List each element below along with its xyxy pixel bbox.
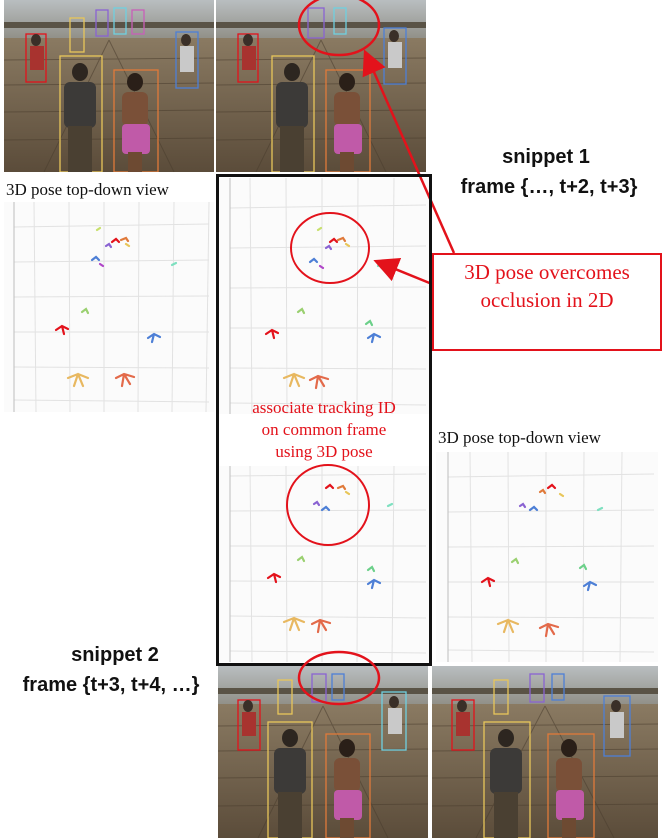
- associate-line1: associate tracking ID: [252, 398, 396, 417]
- snippet2-frame-a: [218, 666, 428, 838]
- top-down-plot-4: [436, 452, 658, 662]
- occlusion-callout: [432, 253, 662, 351]
- snippet2-title: snippet 2: [71, 644, 159, 666]
- common-frame-box: [216, 174, 432, 666]
- top-down-plot-1: [4, 202, 214, 412]
- top-down-caption-1: 3D pose top-down view: [6, 180, 169, 199]
- snippet1-frame-a: [4, 0, 214, 172]
- top-down-plot-3: [218, 466, 430, 662]
- occlusion-callout-line1: 3D pose overcomes: [464, 260, 630, 284]
- snippet2-frame-b: [432, 666, 658, 838]
- occlusion-callout-line2: occlusion in 2D: [480, 288, 614, 312]
- snippet1-title: snippet 1: [502, 146, 590, 168]
- pose-highlight-circle-2: [286, 464, 370, 546]
- top-down-caption-2: 3D pose top-down view: [438, 428, 601, 447]
- occlusion-highlight-circle: [297, 0, 381, 57]
- associate-line2: on common frame: [261, 420, 387, 439]
- snippet2-frames: frame {t+3, t+4, …}: [22, 674, 200, 696]
- occlusion-highlight-circle-2: [297, 650, 381, 706]
- snippet1-frames: frame {…, t+2, t+3}: [460, 176, 638, 198]
- associate-line3: using 3D pose: [275, 442, 373, 461]
